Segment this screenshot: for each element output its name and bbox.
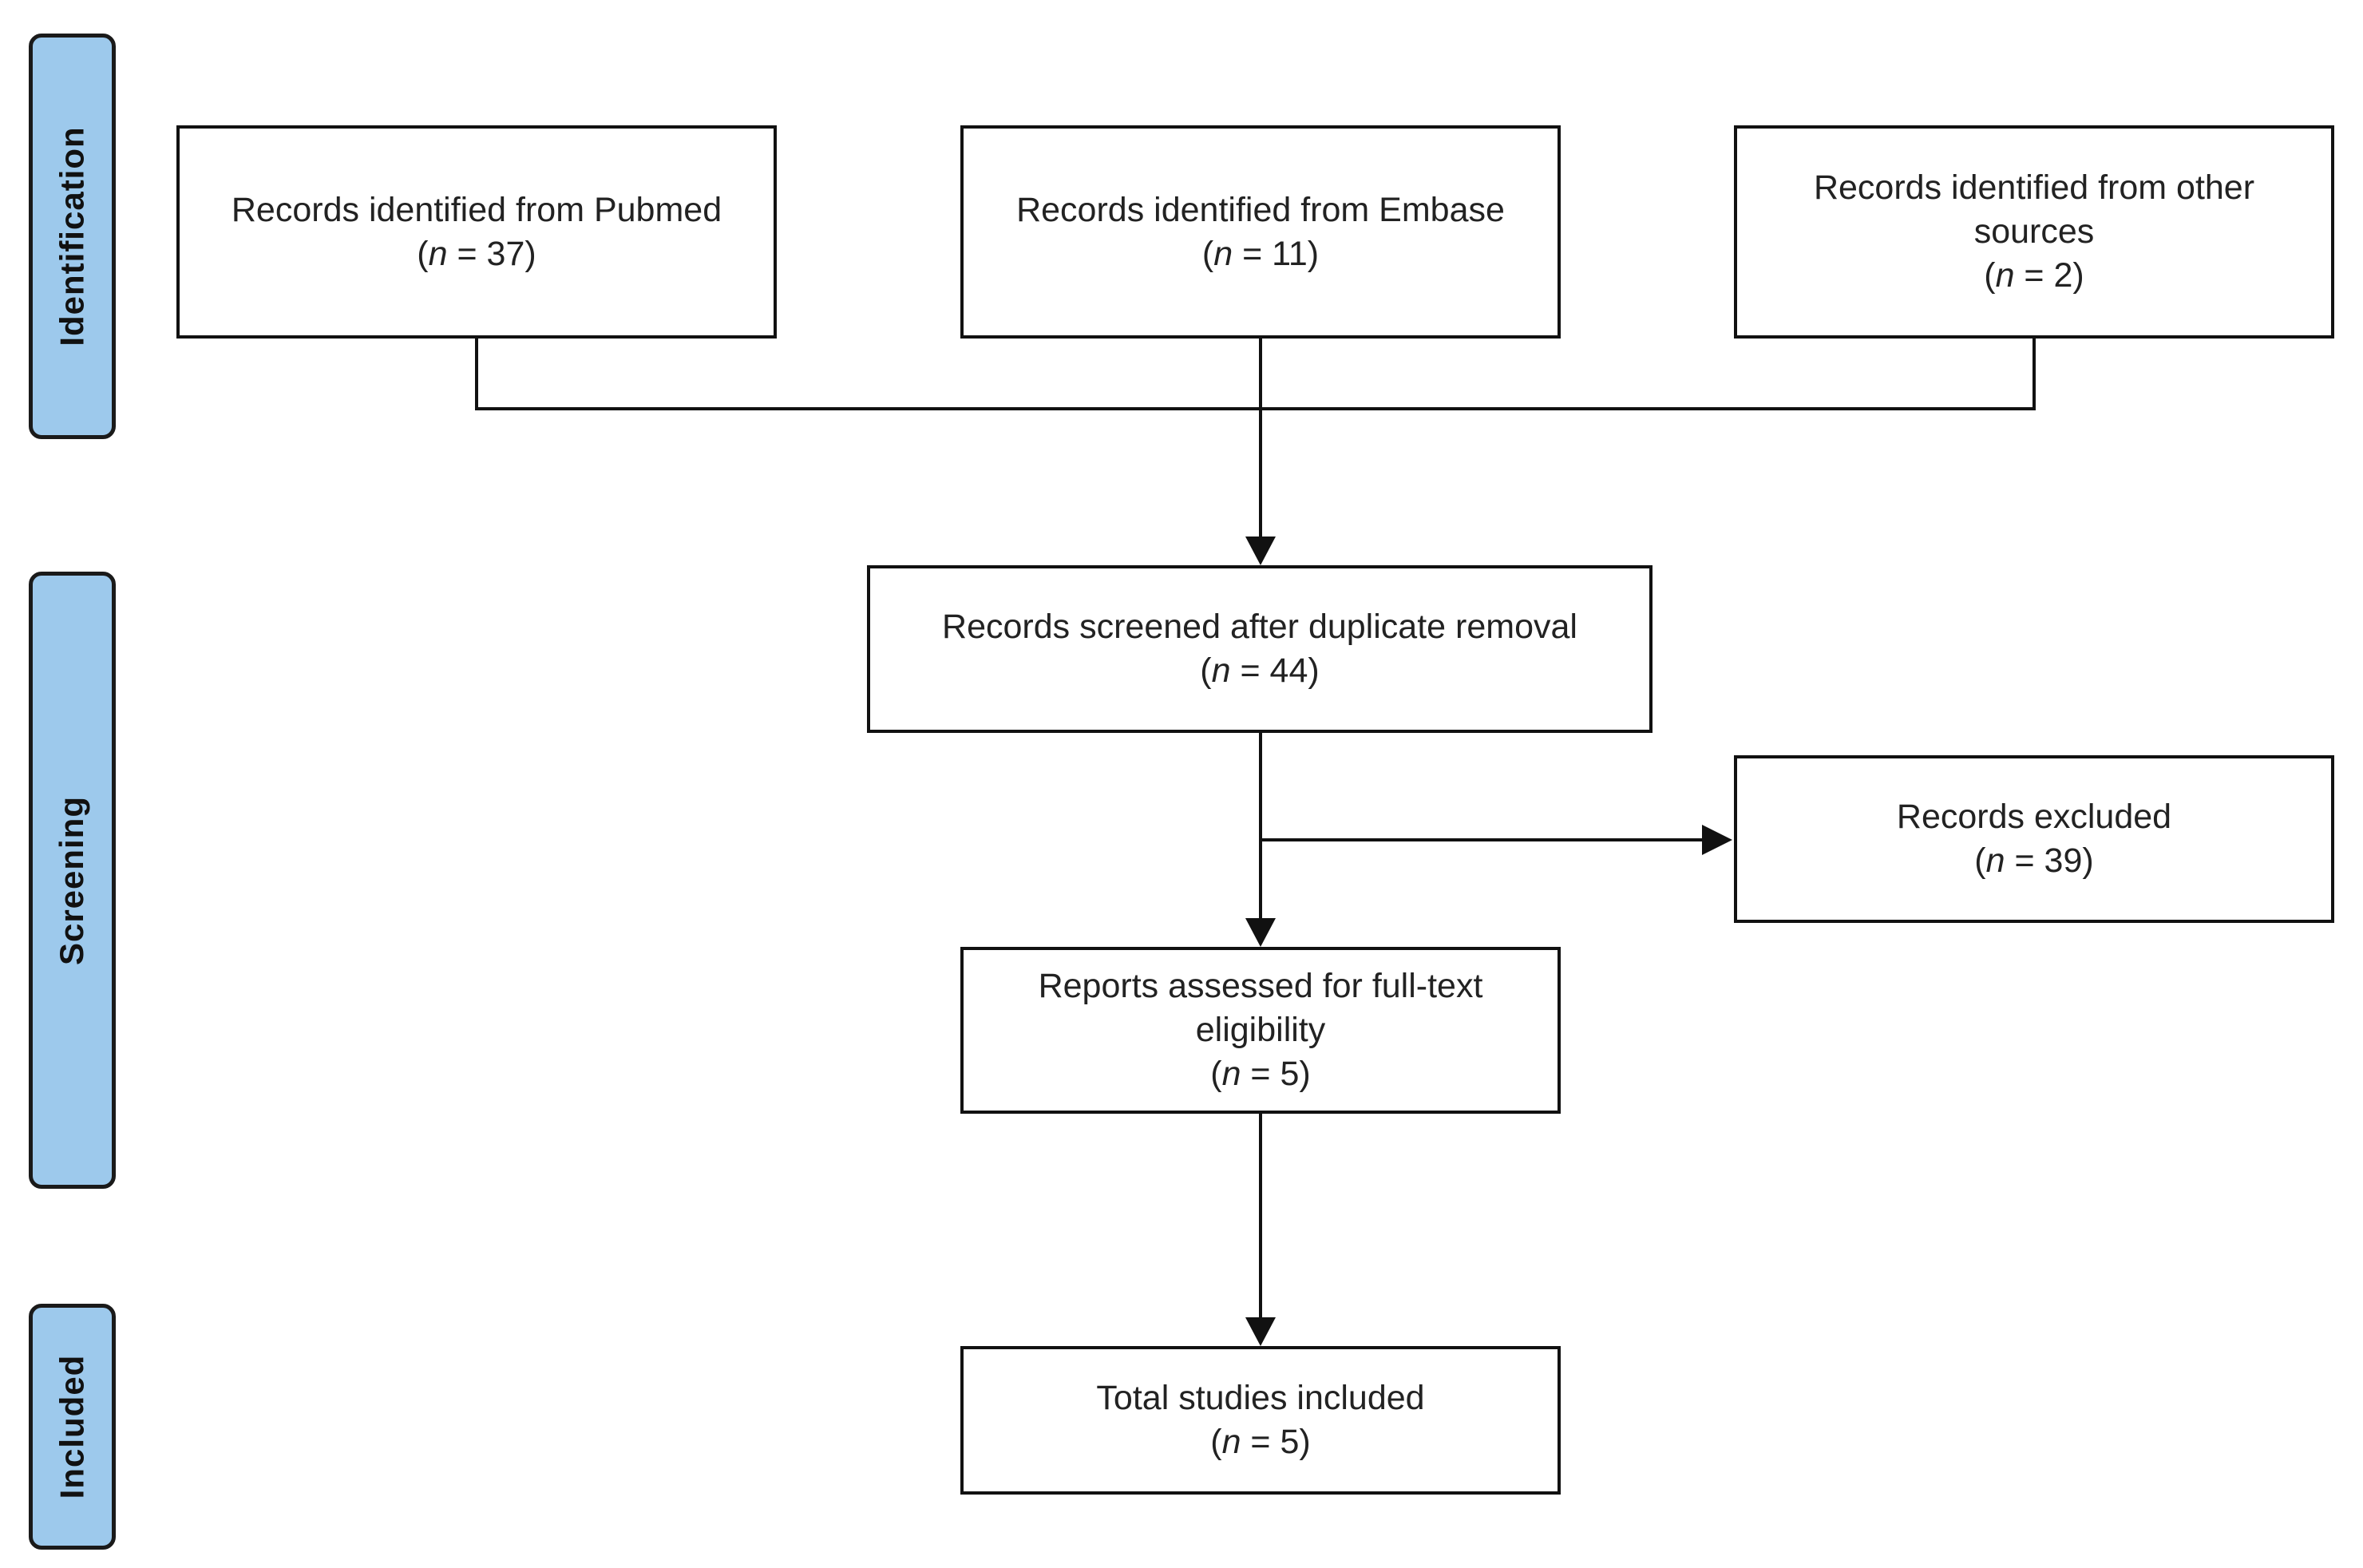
phase-identification: Identification <box>29 34 116 439</box>
box-excluded: Records excluded (n = 39) <box>1734 755 2334 923</box>
box-assessed: Reports assessed for full-text eligibili… <box>960 947 1561 1114</box>
phase-screening: Screening <box>29 572 116 1189</box>
arrowhead-to-screened <box>1245 537 1276 565</box>
box-included-count: (n = 5) <box>1210 1423 1311 1461</box>
box-embase: Records identified from Embase (n = 11) <box>960 125 1561 339</box>
box-other-sources: Records identified from other sources (n… <box>1734 125 2334 339</box>
phase-included: Included <box>29 1304 116 1550</box>
box-assessed-text: Reports assessed for full-text eligibili… <box>1038 967 1483 1049</box>
box-embase-text: Records identified from Embase <box>1016 190 1505 229</box>
box-pubmed-count: (n = 37) <box>417 234 536 273</box>
box-included-text: Total studies included <box>1096 1379 1425 1417</box>
arrowhead-to-included <box>1245 1317 1276 1346</box>
box-embase-count: (n = 11) <box>1201 234 1320 273</box>
box-assessed-count: (n = 5) <box>1210 1055 1311 1093</box>
arrowhead-to-assessed <box>1245 918 1276 947</box>
box-screened: Records screened after duplicate removal… <box>867 565 1653 733</box>
box-excluded-text: Records excluded <box>1896 798 2172 836</box>
box-other-sources-text: Records identified from other sources <box>1813 168 2255 251</box>
box-other-sources-count: (n = 2) <box>1984 256 2084 295</box>
box-screened-count: (n = 44) <box>1200 651 1320 690</box>
box-pubmed-text: Records identified from Pubmed <box>231 190 722 229</box>
box-pubmed: Records identified from Pubmed (n = 37) <box>176 125 777 339</box>
arrowhead-to-excluded <box>1702 825 1732 855</box>
box-included: Total studies included (n = 5) <box>960 1346 1561 1495</box>
box-excluded-count: (n = 39) <box>1974 841 2094 880</box>
box-screened-text: Records screened after duplicate removal <box>942 608 1577 646</box>
